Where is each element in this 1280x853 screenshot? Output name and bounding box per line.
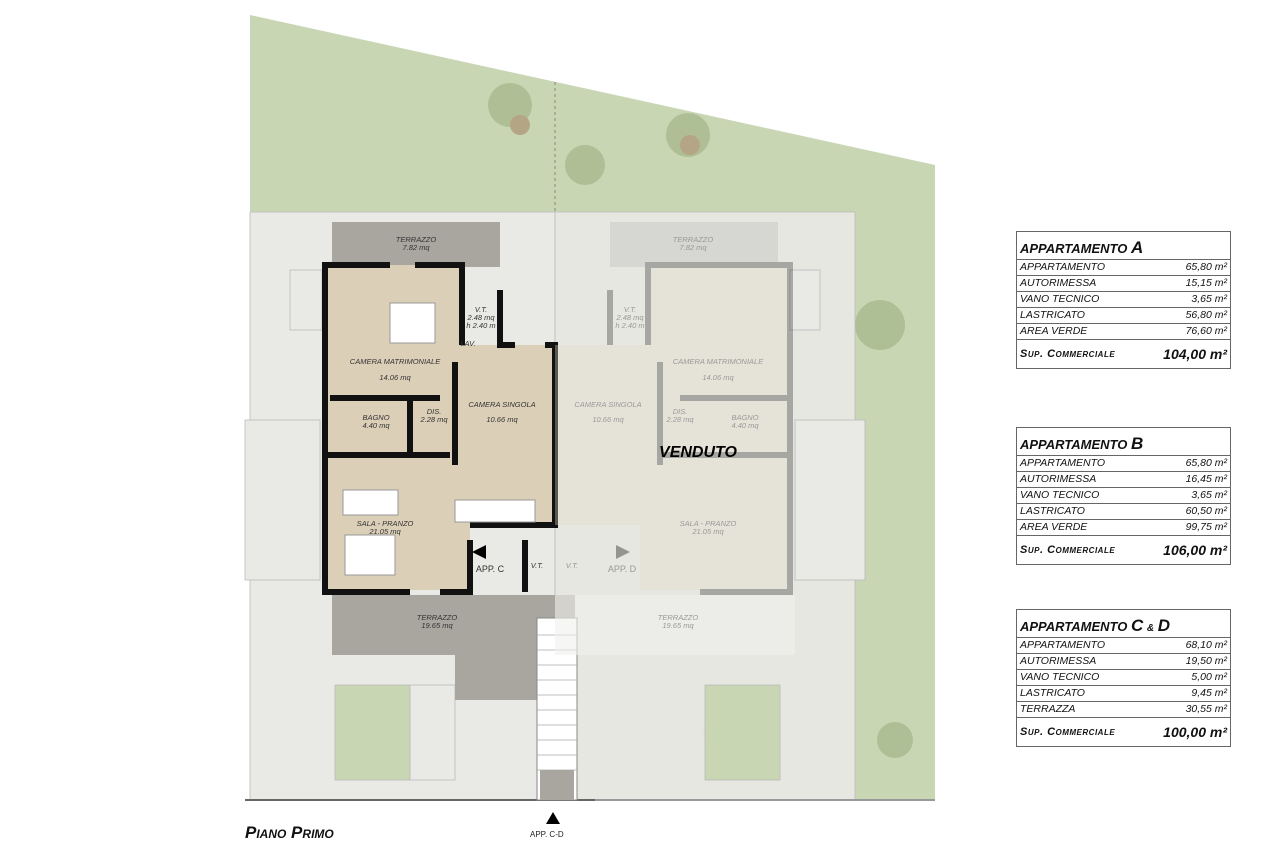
table-title: APPARTAMENTO A xyxy=(1017,232,1230,260)
area-dis-d: 2.28 mq xyxy=(665,415,694,424)
area-sala-pranzo-d: 21.05 mq xyxy=(691,527,724,536)
floor-plan: TERRAZZO 7.82 mq V.T. 2.48 mq h 2.40 m L… xyxy=(244,15,935,801)
height-vt-top-d: h 2.40 m xyxy=(615,321,644,330)
area-bagno-c: 4.40 mq xyxy=(362,421,390,430)
area-terrazzo-bottom-c: 19.65 mq xyxy=(421,621,453,630)
table-title: APPARTAMENTO B xyxy=(1017,428,1230,456)
label-terrazzo-bottom-d: TERRAZZO xyxy=(658,613,699,622)
area-dis-c: 2.28 mq xyxy=(419,415,448,424)
label-dis-d: DIS. xyxy=(673,407,688,416)
label-bagno-d: BAGNO xyxy=(731,413,758,422)
label-vt-top-c: V.T. xyxy=(475,305,488,314)
area-bagno-d: 4.40 mq xyxy=(731,421,759,430)
terrace-top-c xyxy=(332,222,500,267)
area-sala-pranzo-c: 21.05 mq xyxy=(368,527,401,536)
area-terrazzo-top-d: 7.82 mq xyxy=(679,243,707,252)
unit-d xyxy=(555,222,793,595)
height-vt-top-c: h 2.40 m xyxy=(466,321,495,330)
label-dis-c: DIS. xyxy=(427,407,442,416)
area-camera-matrimoniale-d: 14.06 mq xyxy=(702,373,734,382)
label-camera-singola-d: CAMERA SINGOLA xyxy=(574,400,641,409)
area-vt-top-c: 2.48 mq xyxy=(466,313,495,322)
area-terrazzo-top-c: 7.82 mq xyxy=(402,243,430,252)
label-sala-pranzo-d: SALA - PRANZO xyxy=(680,519,737,528)
label-terrazzo-top-d: TERRAZZO xyxy=(673,235,714,244)
area-terrazzo-bottom-d: 19.65 mq xyxy=(662,621,694,630)
label-vt-bottom-c: V.T. xyxy=(531,561,544,570)
sold-label: VENDUTO xyxy=(659,444,737,461)
terrace-bottom-c xyxy=(332,595,575,700)
label-terrazzo-top-c: TERRAZZO xyxy=(396,235,437,244)
area-camera-singola-d: 10.66 mq xyxy=(592,415,624,424)
label-camera-matrimoniale-c: CAMERA MATRIMONIALE xyxy=(350,357,441,366)
label-vt-top-d: V.T. xyxy=(624,305,637,314)
floor-title: Piano Primo xyxy=(245,823,334,842)
label-app-c: APP. C xyxy=(476,564,505,574)
table-title: APPARTAMENTO C & D xyxy=(1017,610,1230,638)
label-app-d: APP. D xyxy=(608,564,637,574)
label-bagno-c: BAGNO xyxy=(362,413,389,422)
entrance-arrow-icon xyxy=(546,812,560,824)
label-sala-pranzo-c: SALA - PRANZO xyxy=(357,519,414,528)
label-terrazzo-bottom-c: TERRAZZO xyxy=(417,613,458,622)
area-vt-top-d: 2.48 mq xyxy=(615,313,644,322)
label-lav: LAV. xyxy=(460,339,475,348)
app-c-entrance-arrow xyxy=(472,545,486,559)
label-vt-bottom-d: V.T. xyxy=(566,561,579,570)
unit-c-walls xyxy=(322,262,558,595)
label-camera-matrimoniale-d: CAMERA MATRIMONIALE xyxy=(673,357,764,366)
entrance-label: APP. C-D xyxy=(530,830,564,839)
area-camera-singola-c: 10.66 mq xyxy=(486,415,518,424)
area-camera-matrimoniale-c: 14.06 mq xyxy=(379,373,411,382)
label-camera-singola-c: CAMERA SINGOLA xyxy=(468,400,535,409)
